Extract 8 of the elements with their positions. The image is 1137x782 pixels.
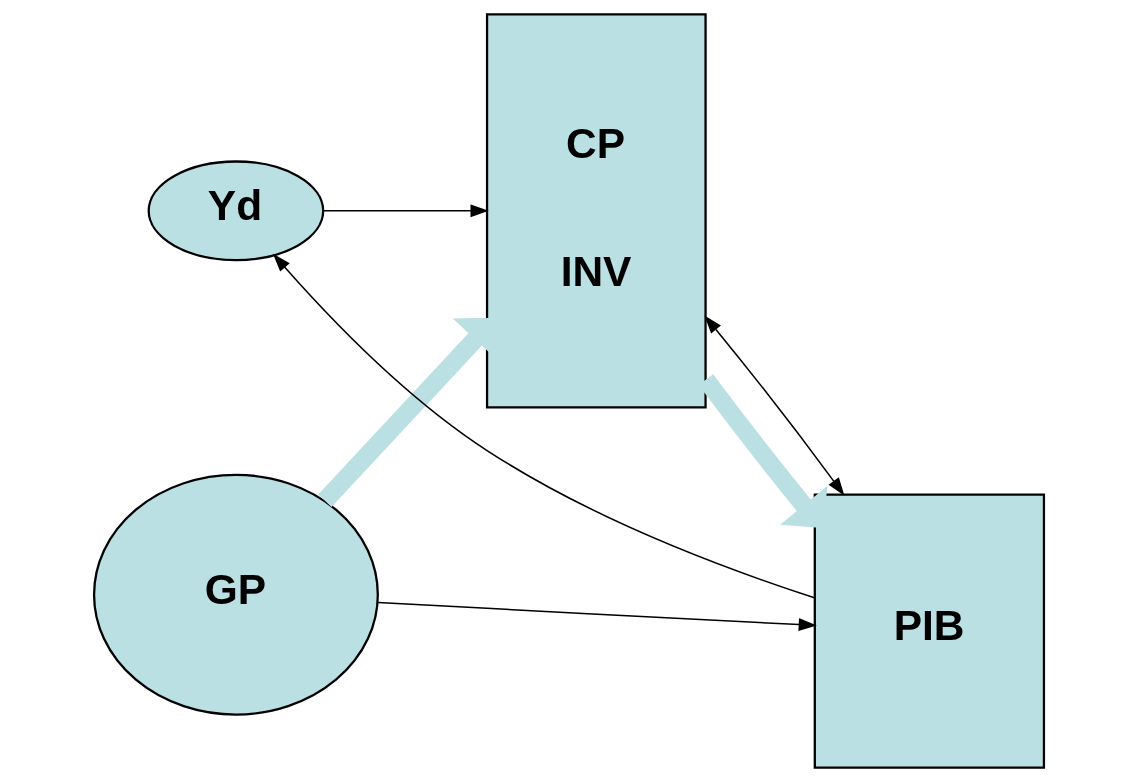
arrow xyxy=(703,315,844,496)
arrow xyxy=(376,601,817,631)
arrow xyxy=(322,204,489,218)
node-box: PIB xyxy=(813,493,1045,769)
node-ellipse: GP xyxy=(92,473,379,716)
node-box: CP INV xyxy=(485,13,707,409)
arrow xyxy=(272,253,815,599)
node-ellipse: Yd xyxy=(147,160,324,262)
